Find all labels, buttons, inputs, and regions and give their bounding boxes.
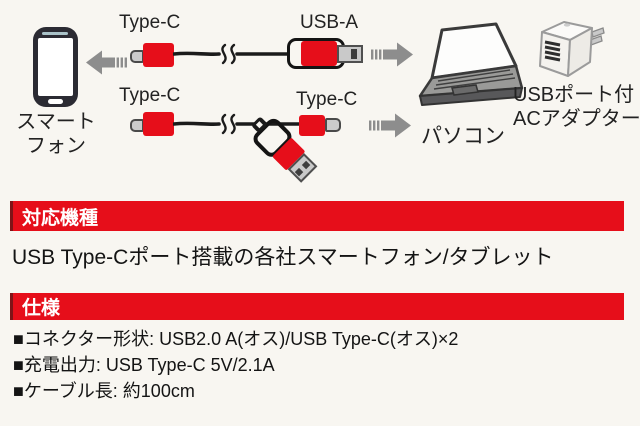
laptop-icon bbox=[418, 22, 524, 106]
ac-adapter-label-line1: USBポート付 bbox=[513, 84, 635, 106]
smartphone-speaker bbox=[42, 32, 68, 35]
top-cable-left-label: Type-C bbox=[119, 12, 181, 33]
usb-a-hole bbox=[351, 49, 357, 54]
compatible-models-body: USB Type-Cポート搭載の各社スマートフォン/タブレット bbox=[12, 246, 554, 269]
type-c-plug-icon bbox=[130, 50, 144, 63]
smartphone-label-line2: フォン bbox=[26, 135, 86, 157]
type-c-plug-body bbox=[299, 115, 325, 136]
cable-break-mark bbox=[230, 113, 236, 135]
arrow-right-top-icon bbox=[371, 42, 413, 67]
type-c-plug-icon bbox=[325, 118, 341, 132]
spec-item-cable-length: ■ケーブル長: 約100cm bbox=[13, 381, 195, 401]
ac-adapter-label: USBポート付 ACアダプター bbox=[513, 83, 640, 131]
type-c-plug-body bbox=[143, 112, 174, 136]
smartphone-screen bbox=[38, 38, 73, 96]
spec-header-text: 仕様 bbox=[22, 298, 61, 319]
arrow-right-bottom-icon bbox=[369, 113, 411, 138]
cable-bottom bbox=[173, 113, 301, 135]
ac-adapter-label-line2: ACアダプター bbox=[513, 108, 640, 130]
compatible-models-header-text: 対応機種 bbox=[22, 207, 99, 229]
spec-header: 仕様 bbox=[10, 293, 624, 320]
usb-a-plug-icon bbox=[337, 45, 363, 63]
type-c-plug-body bbox=[143, 43, 174, 67]
smartphone-label: スマート フォン bbox=[8, 110, 104, 158]
top-cable-right-label: USB-A bbox=[300, 12, 359, 33]
usb-a-hole bbox=[351, 54, 357, 59]
pc-label: パソコン bbox=[421, 125, 505, 148]
smartphone-label-line1: スマート bbox=[16, 111, 96, 133]
bottom-cable-left-label: Type-C bbox=[119, 85, 181, 106]
arrow-left-icon bbox=[86, 50, 127, 75]
smartphone-icon bbox=[33, 27, 78, 107]
cable-break-mark bbox=[221, 43, 227, 65]
cable-break-mark bbox=[230, 43, 236, 65]
usb-a-hole bbox=[301, 160, 310, 169]
spec-item-connector: ■コネクター形状: USB2.0 A(オス)/USB Type-C(オス)×2 bbox=[13, 329, 459, 349]
ac-adapter-icon bbox=[539, 21, 605, 77]
compatible-models-header: 対応機種 bbox=[10, 201, 624, 231]
spec-item-output: ■充電出力: USB Type-C 5V/2.1A bbox=[13, 355, 275, 375]
usb-port-slot bbox=[544, 40, 561, 62]
cable-break-mark bbox=[221, 113, 227, 135]
bottom-cable-right-label: Type-C bbox=[296, 89, 358, 110]
spec-list: ■コネクター形状: USB2.0 A(オス)/USB Type-C(オス)×2 … bbox=[13, 326, 458, 404]
cable-top bbox=[173, 43, 290, 65]
type-c-plug-icon bbox=[130, 119, 144, 132]
smartphone-home-button bbox=[48, 99, 63, 104]
usb-a-adapter-body bbox=[301, 41, 337, 66]
usb-a-hole bbox=[294, 167, 303, 176]
connection-diagram: スマート フォン Type-C USB-A bbox=[0, 0, 640, 200]
